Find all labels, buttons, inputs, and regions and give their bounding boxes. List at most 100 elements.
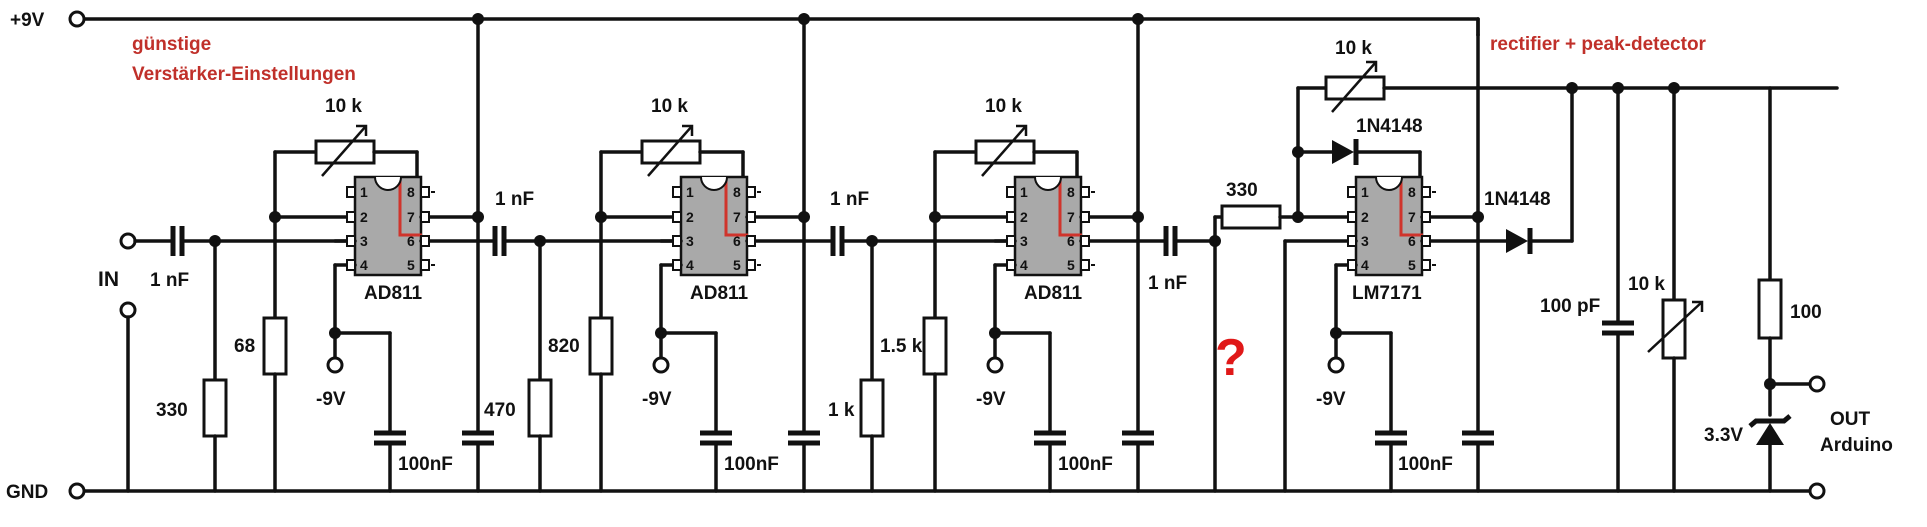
chip-pin-box xyxy=(1347,259,1357,271)
chip-pin-number: 6 xyxy=(1408,233,1416,249)
detector: rectifier + peak-detector 330 10 k 1N414… xyxy=(1209,34,1893,500)
output-terminal xyxy=(1808,375,1826,393)
chip-pin-number: 3 xyxy=(1361,233,1369,249)
chip-pin-number: 8 xyxy=(1408,184,1416,200)
chip-pin-number: 6 xyxy=(407,233,415,249)
stage3-decoupling-cap-label: 100nF xyxy=(1058,454,1113,475)
chip-pin-number: 3 xyxy=(1020,233,1028,249)
stage3-feedback-pot xyxy=(974,139,1036,165)
chip-pin-number: 5 xyxy=(407,257,415,273)
detector-output-diode-label: 1N4148 xyxy=(1484,189,1551,210)
input-coupling-capacitor xyxy=(170,226,185,256)
chip-pin-box xyxy=(346,211,356,223)
chip-pin-box xyxy=(1080,186,1090,198)
chip-pin-box xyxy=(1080,259,1090,271)
input-terminal xyxy=(119,232,137,250)
chip-pin-box xyxy=(420,235,430,247)
chip-pin-box xyxy=(420,186,430,198)
stage2-neg-supply-terminal xyxy=(652,356,670,374)
detector-title: rectifier + peak-detector xyxy=(1490,34,1707,55)
detector-opamp xyxy=(1354,175,1424,277)
chip-pin-box xyxy=(346,235,356,247)
chip-pin-number: 2 xyxy=(360,209,368,225)
chip-pin-number: 2 xyxy=(1361,209,1369,225)
detector-output-label-line2: Arduino xyxy=(1820,435,1893,456)
chip-pin-box xyxy=(1347,235,1357,247)
stage3-neg-supply-terminal xyxy=(986,356,1004,374)
chip-pin-number: 3 xyxy=(360,233,368,249)
unknown-marker: ? xyxy=(1215,329,1247,387)
stage3-opamp xyxy=(1013,175,1083,277)
stage3: 1 k 10 k 1.5 k AD811 -9V 100nF xyxy=(828,96,1247,493)
detector-series-resistor xyxy=(1220,204,1282,230)
stage2-output-cap-label: 1 nF xyxy=(830,189,869,210)
chip-pin-box xyxy=(672,211,682,223)
chip-pin-box xyxy=(672,235,682,247)
detector-hold-cap-label: 100 pF xyxy=(1540,296,1600,317)
stage2: 470 10 k 820 AD811 -9V 100nF xyxy=(484,96,1036,493)
ground-label: GND xyxy=(6,482,48,503)
stage3-neg-supply-label: -9V xyxy=(976,389,1006,410)
chip-pin-number: 4 xyxy=(1361,257,1369,273)
stage1-neg-supply-label: -9V xyxy=(316,389,346,410)
stage2-feedback-pot xyxy=(640,139,702,165)
input-bias-resistor xyxy=(202,378,228,438)
chip-pin-box xyxy=(1080,235,1090,247)
chip-pin-box xyxy=(1080,211,1090,223)
chip-pin-box xyxy=(1006,211,1016,223)
chip-pin-box xyxy=(1421,259,1431,271)
chip-pin-number: 7 xyxy=(1408,209,1416,225)
chip-pin-box xyxy=(1421,235,1431,247)
ground-terminal xyxy=(68,482,86,500)
chip-pin-number: 4 xyxy=(1020,257,1028,273)
detector-limit-resistor xyxy=(1757,278,1783,340)
stage3-bias-resistor xyxy=(859,378,885,438)
stage1-gain-resistor xyxy=(262,316,288,376)
chip-pin-number: 1 xyxy=(1020,184,1028,200)
chip-pin-box xyxy=(746,235,756,247)
chip-pin-number: 7 xyxy=(407,209,415,225)
stage1-decoupling-cap-label: 100nF xyxy=(398,454,453,475)
chip-pin-box xyxy=(746,211,756,223)
stage3-gain-resistor xyxy=(922,316,948,376)
chip-pin-box xyxy=(1347,186,1357,198)
stage3-chip-label: AD811 xyxy=(1024,283,1083,304)
detector-chip-label: LM7171 xyxy=(1352,283,1422,304)
stage1-opamp xyxy=(353,175,423,277)
chip-pin-number: 4 xyxy=(360,257,368,273)
stage1-chip-label: AD811 xyxy=(364,283,423,304)
chip-pin-number: 7 xyxy=(1067,209,1075,225)
chip-pin-box xyxy=(1006,186,1016,198)
stage1-note-line2: Verstärker-Einstellungen xyxy=(132,64,356,85)
chip-pin-box xyxy=(1006,259,1016,271)
supply-terminal xyxy=(68,10,86,28)
stage1-neg-supply-terminal xyxy=(326,356,344,374)
chip-pin-box xyxy=(1347,211,1357,223)
chip-pin-number: 2 xyxy=(1020,209,1028,225)
stage1-output-cap-label: 1 nF xyxy=(495,189,534,210)
chip-pin-number: 2 xyxy=(686,209,694,225)
detector-output-label-line1: OUT xyxy=(1830,409,1871,430)
stage1-pot-label: 10 k xyxy=(325,96,362,117)
stage2-opamp xyxy=(679,175,749,277)
chip-pin-box xyxy=(672,186,682,198)
chip-pin-number: 5 xyxy=(1067,257,1075,273)
zener-diode xyxy=(1748,414,1792,493)
chip-pin-box xyxy=(346,259,356,271)
chip-pin-number: 5 xyxy=(1408,257,1416,273)
chip-pin-box xyxy=(1006,235,1016,247)
chip-pin-number: 8 xyxy=(733,184,741,200)
chip-pin-box xyxy=(420,211,430,223)
chip-pin-number: 1 xyxy=(686,184,694,200)
output-ground-terminal xyxy=(1808,482,1826,500)
chip-pin-number: 3 xyxy=(686,233,694,249)
detector-limit-resistor-label: 100 xyxy=(1790,302,1822,323)
stage2-gain-resistor-label: 820 xyxy=(548,336,580,357)
input-coupling-cap-label: 1 nF xyxy=(150,270,189,291)
stage1-gain-resistor-label: 68 xyxy=(234,336,255,357)
chip-pin-number: 5 xyxy=(733,257,741,273)
chip-pin-box xyxy=(420,259,430,271)
detector-zener-label: 3.3V xyxy=(1704,425,1743,446)
stage3-bias-resistor-label: 1 k xyxy=(828,400,855,421)
